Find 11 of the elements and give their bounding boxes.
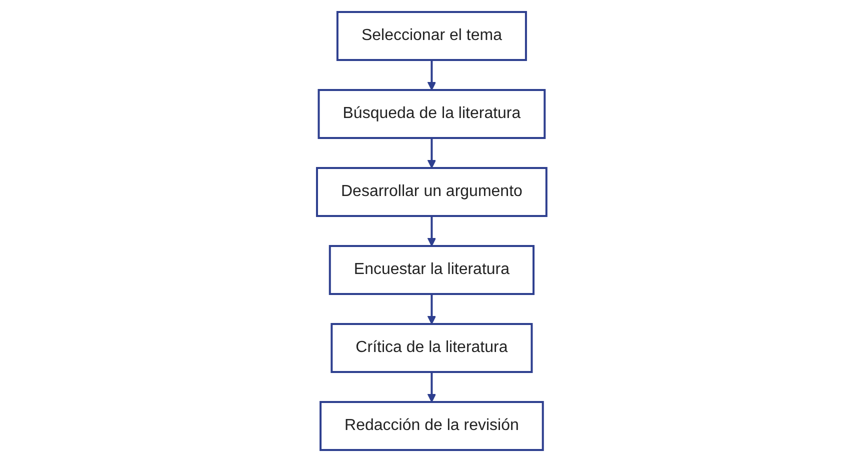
node-box: Desarrollar un argumento	[316, 167, 548, 217]
node-box: Encuestar la literatura	[329, 245, 535, 295]
arrow	[428, 216, 436, 246]
arrow	[428, 372, 436, 402]
node-box: Redacción de la revisión	[320, 401, 544, 451]
arrow	[428, 60, 436, 90]
arrow	[428, 294, 436, 324]
arrow	[428, 138, 436, 168]
node-box: Crítica de la literatura	[330, 323, 534, 373]
node-box: Búsqueda de la literatura	[318, 89, 546, 139]
node-box: Seleccionar el tema	[336, 11, 528, 61]
